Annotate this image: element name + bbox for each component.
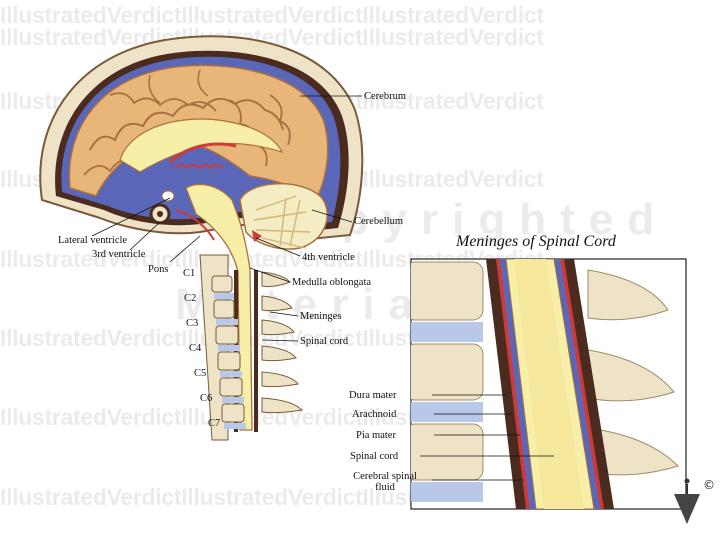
- cervical-vertebrae: [199, 254, 304, 441]
- label-csf-line1: Cerebral spinal: [353, 471, 417, 482]
- label-spinal-cord: Spinal cord: [300, 336, 349, 347]
- label-vertebra-c4: C4: [189, 343, 202, 354]
- label-cerebrum: Cerebrum: [364, 91, 406, 102]
- label-vertebra-c2: C2: [184, 293, 197, 304]
- label-csf: Cerebral spinal fluid: [340, 471, 430, 493]
- meninges-inset: [410, 258, 687, 510]
- label-vertebra-c1: C1: [183, 268, 196, 279]
- label-pons: Pons: [148, 264, 169, 275]
- label-medulla: Medulla oblongata: [292, 277, 372, 288]
- label-third-ventricle: 3rd ventricle: [92, 249, 146, 260]
- logo-arrow: [674, 478, 700, 524]
- inset-title: Meninges of Spinal Cord: [456, 233, 616, 250]
- label-dura-mater: Dura mater: [349, 390, 397, 401]
- label-csf-line2: fluid: [375, 482, 395, 493]
- label-meninges: Meninges: [300, 311, 342, 322]
- label-cerebellum: Cerebellum: [354, 216, 403, 227]
- cerebrum: [68, 64, 329, 202]
- label-arachnoid: Arachnoid: [352, 409, 397, 420]
- label-vertebra-c6: C6: [200, 393, 213, 404]
- label-vertebra-c5: C5: [194, 368, 207, 379]
- label-inset-spinal-cord: Spinal cord: [350, 451, 399, 462]
- copyright-symbol: ©: [703, 478, 715, 492]
- label-vertebra-c3: C3: [186, 318, 199, 329]
- label-fourth-ventricle: 4th ventricle: [302, 252, 355, 263]
- label-pia-mater: Pia mater: [356, 430, 396, 441]
- cerebellum: [239, 183, 329, 250]
- label-vertebra-c7: C7: [208, 418, 221, 429]
- brain-leader-lines: [91, 95, 362, 342]
- label-lateral-ventricle: Lateral ventricle: [58, 235, 128, 246]
